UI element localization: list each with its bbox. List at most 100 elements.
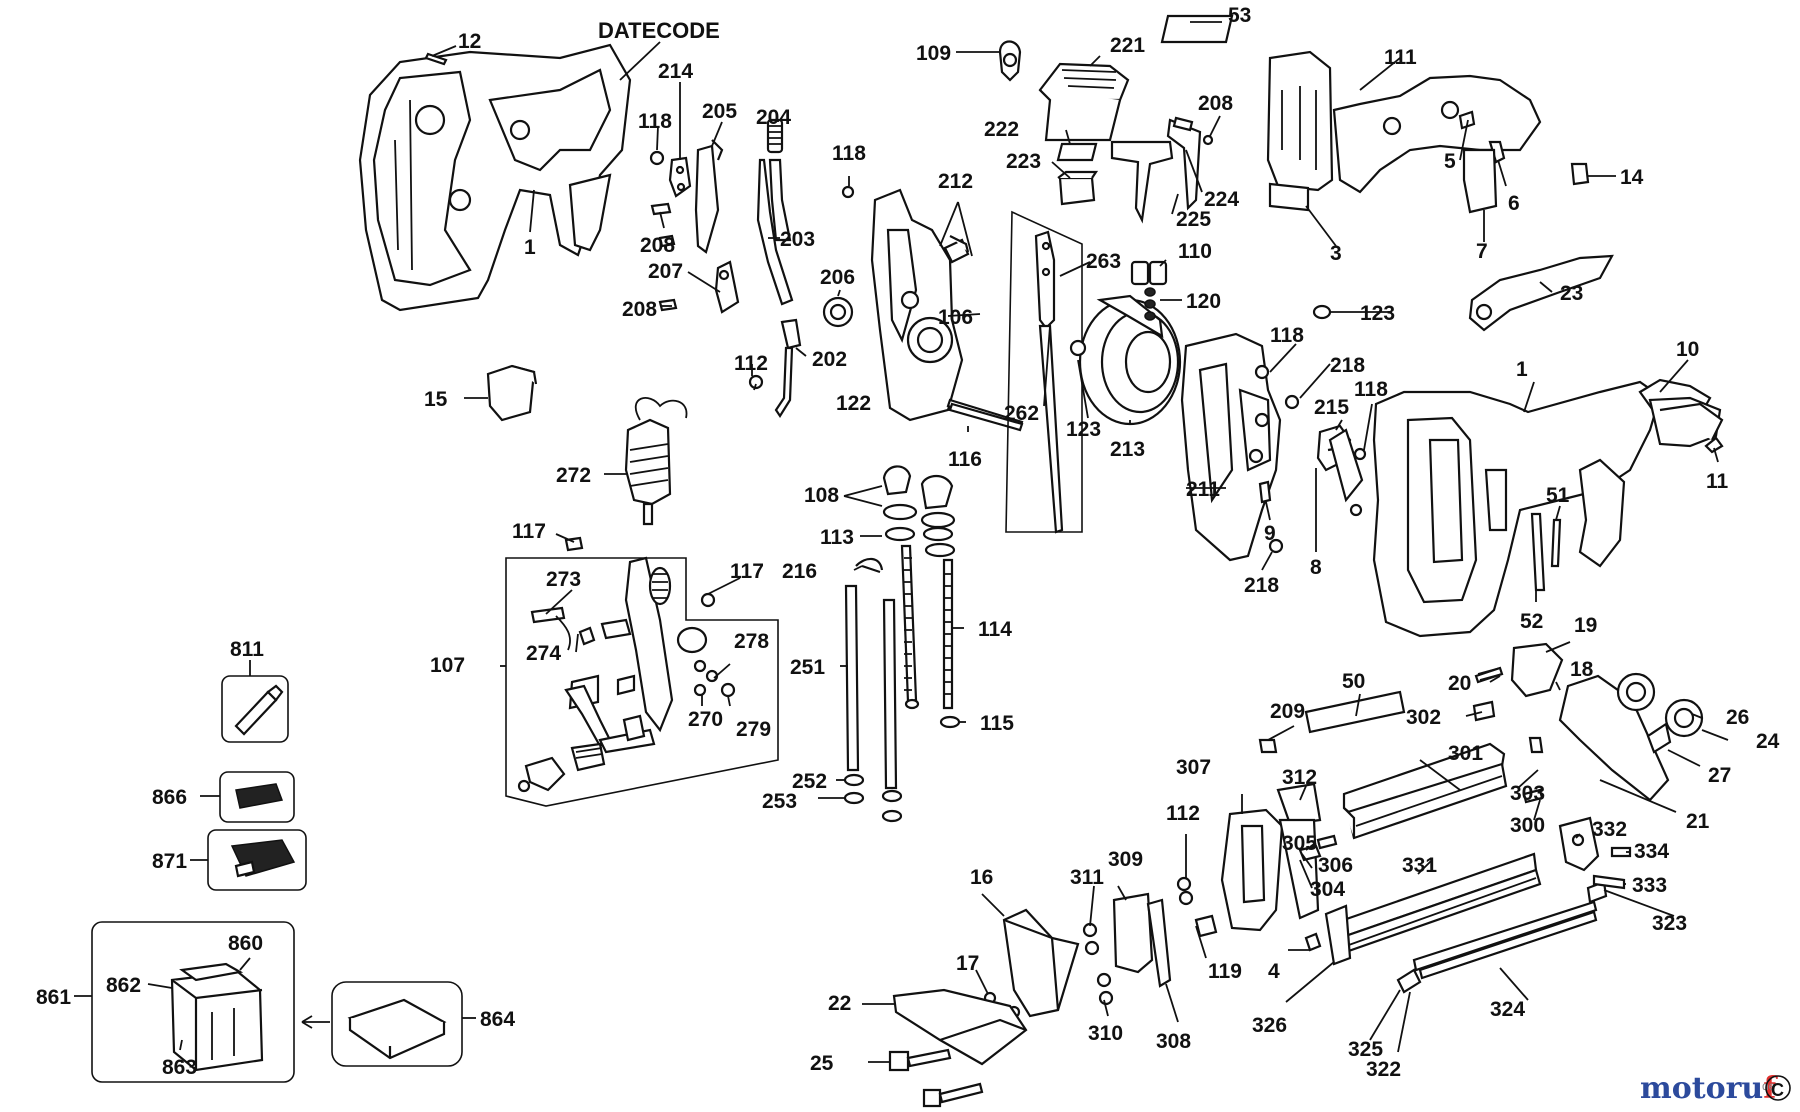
nose-parts [1472, 642, 1704, 802]
callout-302: 302 [1406, 706, 1441, 729]
callout-278: 278 [734, 630, 769, 653]
callout-107: 107 [430, 654, 465, 677]
callout-118: 118 [1270, 324, 1304, 347]
callout-22: 22 [828, 992, 851, 1015]
guide-rods [843, 465, 961, 823]
plate-209 [1258, 738, 1278, 754]
callout-324: 324 [1490, 998, 1525, 1021]
callout-110: 110 [1178, 240, 1212, 263]
callout-223: 223 [1006, 150, 1041, 173]
flywheel-213 [1069, 294, 1182, 426]
callout-326: 326 [1252, 1014, 1287, 1037]
callout-305: 305 [1282, 832, 1317, 855]
callout-12: 12 [458, 30, 481, 53]
callout-251: 251 [790, 656, 825, 679]
callout-205: 205 [702, 100, 737, 123]
callout-111: 111 [1384, 46, 1417, 69]
callout-866: 866 [152, 786, 187, 809]
callout-25: 25 [810, 1052, 834, 1075]
callout-119: 119 [1208, 960, 1242, 983]
callout-311: 311 [1070, 866, 1104, 889]
callout-273: 273 [546, 568, 581, 591]
callout-106: 106 [938, 306, 973, 329]
callout-331: 331 [1402, 854, 1437, 877]
callout-10: 10 [1676, 338, 1699, 361]
callout-120: 120 [1186, 290, 1221, 313]
driver-blade-262 [1034, 230, 1064, 534]
accessory-864 [331, 981, 463, 1067]
accessory-866 [219, 771, 295, 823]
accessory-811 [221, 675, 289, 743]
trigger-parts [649, 118, 855, 419]
callout-207: 207 [648, 260, 683, 283]
electronics-111 [1266, 50, 1614, 332]
callout-211: 211 [1186, 478, 1220, 501]
callout-309: 309 [1108, 848, 1143, 871]
top-centre-parts [998, 14, 1234, 224]
callout-114: 114 [978, 618, 1012, 641]
callout-252: 252 [792, 770, 827, 793]
callout-118: 118 [638, 110, 672, 133]
callout-21: 21 [1686, 810, 1710, 833]
callout-112: 112 [1166, 802, 1200, 825]
assembled-tool-housing [1372, 378, 1724, 638]
callout-118: 118 [1354, 378, 1388, 401]
strip-50 [1304, 690, 1406, 734]
pin-116 [948, 402, 1024, 432]
callout-1: 1 [524, 236, 536, 259]
callout-8: 8 [1310, 556, 1322, 579]
callout-308: 308 [1156, 1030, 1191, 1053]
callout-51: 51 [1546, 484, 1570, 507]
callout-218: 218 [1244, 574, 1279, 597]
callout-322: 322 [1366, 1058, 1401, 1081]
callout-117: 117 [512, 520, 546, 543]
callout-301: 301 [1448, 742, 1483, 765]
callout-871: 871 [152, 850, 187, 873]
accessory-871 [207, 829, 307, 891]
callout-123: 123 [1066, 418, 1101, 441]
callout-19: 19 [1574, 614, 1597, 637]
callout-labels: DATECODE 12 1 118 214 205 204 208 207 20… [36, 4, 1780, 1081]
callout-860: 860 [228, 932, 263, 955]
housing-left-half [358, 43, 632, 312]
callout-214: 214 [658, 60, 693, 83]
callout-323: 323 [1652, 912, 1687, 935]
callout-116: 116 [948, 448, 982, 471]
callout-307: 307 [1176, 756, 1211, 779]
switches-110 [1130, 260, 1332, 321]
callout-209: 209 [1270, 700, 1305, 723]
callout-208: 208 [622, 298, 657, 321]
callout-20: 20 [1448, 672, 1471, 695]
accessory-861 [91, 921, 295, 1083]
callout-863: 863 [162, 1056, 197, 1079]
callout-122: 122 [836, 392, 871, 415]
callout-24: 24 [1756, 730, 1780, 753]
group-box-107 [505, 557, 779, 807]
callout-218: 218 [1330, 354, 1365, 377]
callout-274: 274 [526, 642, 561, 665]
callout-202: 202 [812, 348, 847, 371]
callout-123: 123 [1360, 302, 1395, 325]
arrow-864 [301, 1015, 330, 1029]
callout-4: 4 [1268, 960, 1280, 983]
shoe-parts [888, 908, 1080, 1108]
callout-118: 118 [832, 142, 866, 165]
callout-306: 306 [1318, 854, 1353, 877]
callout-279: 279 [736, 718, 771, 741]
callout-300: 300 [1510, 814, 1545, 837]
callout-215: 215 [1314, 396, 1349, 419]
callout-3: 3 [1330, 242, 1342, 265]
callout-52: 52 [1520, 610, 1543, 633]
watermark: motoruf de C [1640, 1071, 1791, 1106]
magazine-rails [1324, 736, 1632, 994]
callout-272: 272 [556, 464, 591, 487]
callout-861: 861 [36, 986, 71, 1009]
callout-113: 113 [820, 526, 854, 549]
callout-109: 109 [916, 42, 951, 65]
callout-208: 208 [1198, 92, 1233, 115]
callout-270: 270 [688, 708, 723, 731]
callout-14: 14 [1620, 166, 1644, 189]
callout-108: 108 [804, 484, 839, 507]
callout-117: 117 [730, 560, 764, 583]
